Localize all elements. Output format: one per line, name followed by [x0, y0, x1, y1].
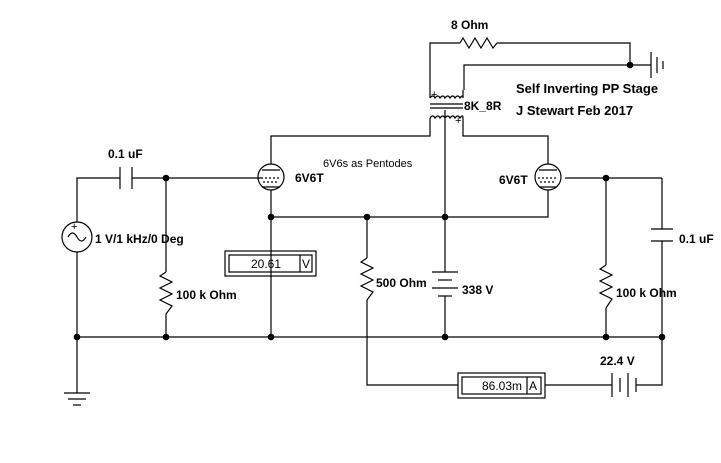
wire-load-left — [429, 42, 460, 88]
tube-right-symbol — [534, 155, 562, 198]
ammeter-unit: A — [529, 379, 537, 393]
grid-resistor-right-symbol — [598, 264, 614, 309]
ground-bottom-icon — [64, 392, 90, 406]
wire-ammeter-left — [366, 300, 458, 386]
svg-text:+: + — [431, 89, 437, 101]
voltmeter-value: 20.61 — [251, 257, 281, 271]
load-resistor-symbol — [459, 36, 498, 50]
voltmeter[interactable]: 20.61 V — [224, 250, 317, 277]
ground-top-icon — [650, 52, 664, 78]
input-cap-label: 0.1 uF — [108, 147, 143, 161]
svg-text:+: + — [455, 115, 461, 127]
grid-resistor-left-label: 100 k Ohm — [176, 288, 237, 302]
cathode-resistor-label: 500 Ohm — [376, 276, 427, 290]
cathode-resistor-symbol — [359, 257, 375, 301]
wire-bias-right — [636, 337, 663, 386]
supply-label: 338 V — [462, 283, 493, 297]
ammeter[interactable]: 86.03m A — [457, 372, 546, 399]
tube-left-symbol — [257, 155, 285, 198]
source-label: 1 V/1 kHz/0 Deg — [95, 232, 184, 246]
junction-dots — [73, 61, 666, 341]
title-line-1: Self Inverting PP Stage — [516, 81, 658, 96]
svg-text:+: + — [71, 221, 77, 233]
wire-cathode-rail — [270, 198, 549, 218]
wire-load-right — [497, 42, 631, 65]
wire-plate-right — [462, 118, 549, 155]
load-resistor-label: 8 Ohm — [451, 18, 488, 32]
grid-resistor-right-label: 100 k Ohm — [616, 286, 677, 300]
ac-source-icon: + — [61, 221, 93, 253]
wire-source-top — [76, 177, 120, 222]
transformer-symbol: + + — [429, 88, 464, 127]
wire-secondary-return — [463, 64, 630, 90]
bias-supply-label: 22.4 V — [600, 354, 635, 368]
output-capacitor-symbol — [651, 228, 673, 242]
supply-battery-symbol — [432, 271, 458, 297]
output-cap-label: 0.1 uF — [679, 232, 714, 246]
note-label: 6V6s as Pentodes — [323, 158, 413, 170]
wire-plate-left — [270, 118, 431, 155]
bias-battery-symbol — [611, 373, 637, 397]
voltmeter-unit: V — [302, 257, 310, 271]
input-capacitor-symbol — [119, 167, 133, 189]
grid-resistor-left-symbol — [158, 271, 174, 315]
ammeter-value: 86.03m — [482, 379, 522, 393]
title-line-2: J Stewart Feb 2017 — [516, 103, 633, 118]
transformer-label: 8K_8R — [464, 99, 502, 113]
tube-right-label: 6V6T — [499, 173, 528, 187]
tube-left-label: 6V6T — [295, 171, 324, 185]
